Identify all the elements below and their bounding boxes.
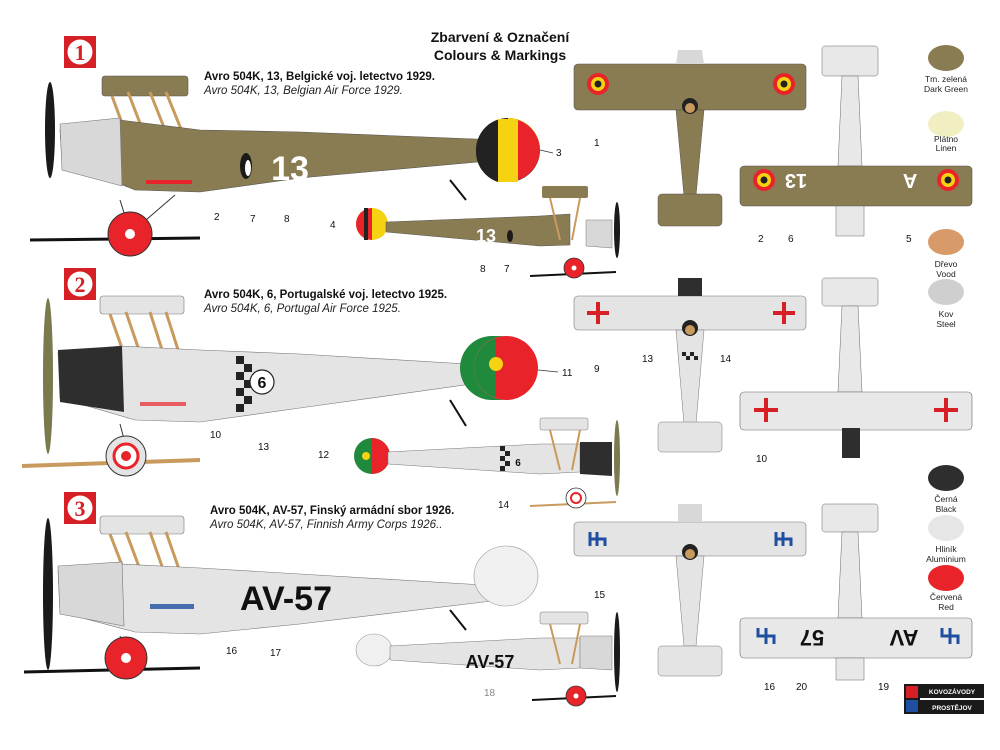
svg-text:Aluminium: Aluminium <box>926 554 966 564</box>
svg-text:9: 9 <box>594 364 600 375</box>
svg-text:2: 2 <box>75 272 86 297</box>
title-czech: Zbarvení & Označení <box>431 29 571 45</box>
aircraft-1-side-view: 13 <box>29 75 540 257</box>
svg-text:Dřevo: Dřevo <box>935 259 958 269</box>
wing-marking-13: 13 <box>785 169 807 191</box>
svg-text:KOVOZÁVODY: KOVOZÁVODY <box>929 687 976 696</box>
svg-text:4: 4 <box>330 220 336 231</box>
small-marking-13: 13 <box>476 226 496 246</box>
svg-text:Kov: Kov <box>939 309 954 319</box>
callouts-1-side: 3 2 7 8 <box>214 148 562 225</box>
wing-marking-a: A <box>903 169 917 191</box>
svg-text:20: 20 <box>796 682 808 693</box>
variant-badge-2: 2 <box>64 268 96 300</box>
fuselage-marking-13: 13 <box>271 150 309 188</box>
swatch-aluminium: Hliník Aluminium <box>926 515 966 564</box>
svg-text:3: 3 <box>75 496 86 521</box>
svg-text:Tm. zelená: Tm. zelená <box>925 74 967 84</box>
callouts-3-side: 16 17 <box>226 646 282 659</box>
svg-text:19: 19 <box>878 682 890 693</box>
swatch-steel: Kov Steel <box>928 279 964 329</box>
caption-1-cz: Avro 504K, 13, Belgické voj. letectvo 19… <box>204 71 435 83</box>
svg-text:2: 2 <box>758 234 764 245</box>
callouts-1-small: 4 8 7 <box>330 220 510 275</box>
svg-text:Black: Black <box>936 504 958 514</box>
svg-text:5: 5 <box>906 234 912 245</box>
wing-marking-av: AV <box>889 625 918 650</box>
svg-text:7: 7 <box>250 214 256 225</box>
small-marking-av57: AV-57 <box>466 652 515 672</box>
svg-text:Červená: Červená <box>930 592 962 602</box>
aircraft-1-bottom-view: 13 A <box>739 45 973 237</box>
svg-text:16: 16 <box>764 682 776 693</box>
callouts-3-bottom: 16 20 19 <box>764 682 890 693</box>
svg-text:3: 3 <box>556 148 562 159</box>
svg-text:6: 6 <box>788 234 794 245</box>
aircraft-3-bottom-view: 57 AV <box>739 503 973 681</box>
callout-2-bottom: 10 <box>756 454 768 465</box>
svg-text:Plátno: Plátno <box>934 134 958 144</box>
svg-text:2: 2 <box>214 212 220 223</box>
svg-text:14: 14 <box>498 500 510 511</box>
callouts-2-top: 9 13 14 <box>594 354 732 375</box>
svg-text:Steel: Steel <box>936 319 955 329</box>
swatch-linen: Plátno Linen <box>928 111 964 153</box>
caption-3-en: Avro 504K, AV-57, Finnish Army Corps 192… <box>209 519 442 531</box>
swatch-wood: Dřevo Vood <box>928 229 964 279</box>
aircraft-2-bottom-view <box>739 277 973 458</box>
title-english: Colours & Markings <box>434 47 566 63</box>
callout-3-top: 15 <box>594 590 606 601</box>
aircraft-2-side-view: 6 <box>21 295 538 477</box>
aircraft-3-side-view: AV-57 <box>23 515 539 680</box>
caption-3-cz: Avro 504K, AV-57, Finský armádní sbor 19… <box>210 505 454 517</box>
callouts-1-bottom: 2 6 5 <box>758 234 912 245</box>
callouts-2-side: 10 13 11 <box>210 368 573 453</box>
svg-text:Hliník: Hliník <box>935 544 957 554</box>
svg-text:Dark Green: Dark Green <box>924 84 968 94</box>
svg-text:7: 7 <box>504 264 510 275</box>
caption-2-cz: Avro 504K, 6, Portugalské voj. letectvo … <box>204 289 447 301</box>
svg-text:8: 8 <box>284 214 290 225</box>
caption-2-en: Avro 504K, 6, Portugal Air Force 1925. <box>203 303 401 315</box>
aircraft-1-top-view <box>573 50 807 227</box>
aircraft-2-top-view <box>573 278 807 453</box>
svg-text:Černá: Černá <box>934 494 957 504</box>
swatch-red: Červená Red <box>928 565 964 612</box>
swatch-black: Černá Black <box>928 465 964 514</box>
svg-text:13: 13 <box>258 442 270 453</box>
aircraft-3-top-view <box>573 504 807 677</box>
svg-text:13: 13 <box>642 354 654 365</box>
svg-text:8: 8 <box>480 264 486 275</box>
aircraft-3-small-side: AV-57 <box>355 611 620 707</box>
aircraft-1-small-side: 13 <box>356 186 620 279</box>
svg-text:14: 14 <box>720 354 732 365</box>
caption-1-en: Avro 504K, 13, Belgian Air Force 1929. <box>203 85 403 97</box>
small-marking-6: 6 <box>515 458 521 469</box>
svg-text:Vood: Vood <box>936 269 956 279</box>
variant-badge-3: 3 <box>64 492 96 524</box>
aircraft-2-small-side: 6 <box>354 417 620 509</box>
fuselage-marking-av57: AV-57 <box>240 580 332 618</box>
callout-1-top: 1 <box>594 138 600 149</box>
svg-text:17: 17 <box>270 648 282 659</box>
manufacturer-logo: KOVOZÁVODY PROSTĚJOV <box>904 684 984 714</box>
svg-text:16: 16 <box>226 646 238 657</box>
svg-text:Linen: Linen <box>936 143 957 153</box>
svg-text:11: 11 <box>562 368 573 379</box>
svg-text:1: 1 <box>75 40 86 65</box>
wing-marking-57: 57 <box>800 625 824 650</box>
callouts-2-small: 12 14 <box>318 450 510 511</box>
fuselage-marking-6: 6 <box>258 375 267 392</box>
svg-text:12: 12 <box>318 450 330 461</box>
swatch-dark-green: Tm. zelená Dark Green <box>924 45 968 94</box>
svg-text:PROSTĚJOV: PROSTĚJOV <box>932 703 972 712</box>
svg-text:Red: Red <box>938 602 954 612</box>
callout-3-small: 18 <box>484 688 496 699</box>
variant-badge-1: 1 <box>64 36 96 68</box>
svg-text:10: 10 <box>210 430 222 441</box>
